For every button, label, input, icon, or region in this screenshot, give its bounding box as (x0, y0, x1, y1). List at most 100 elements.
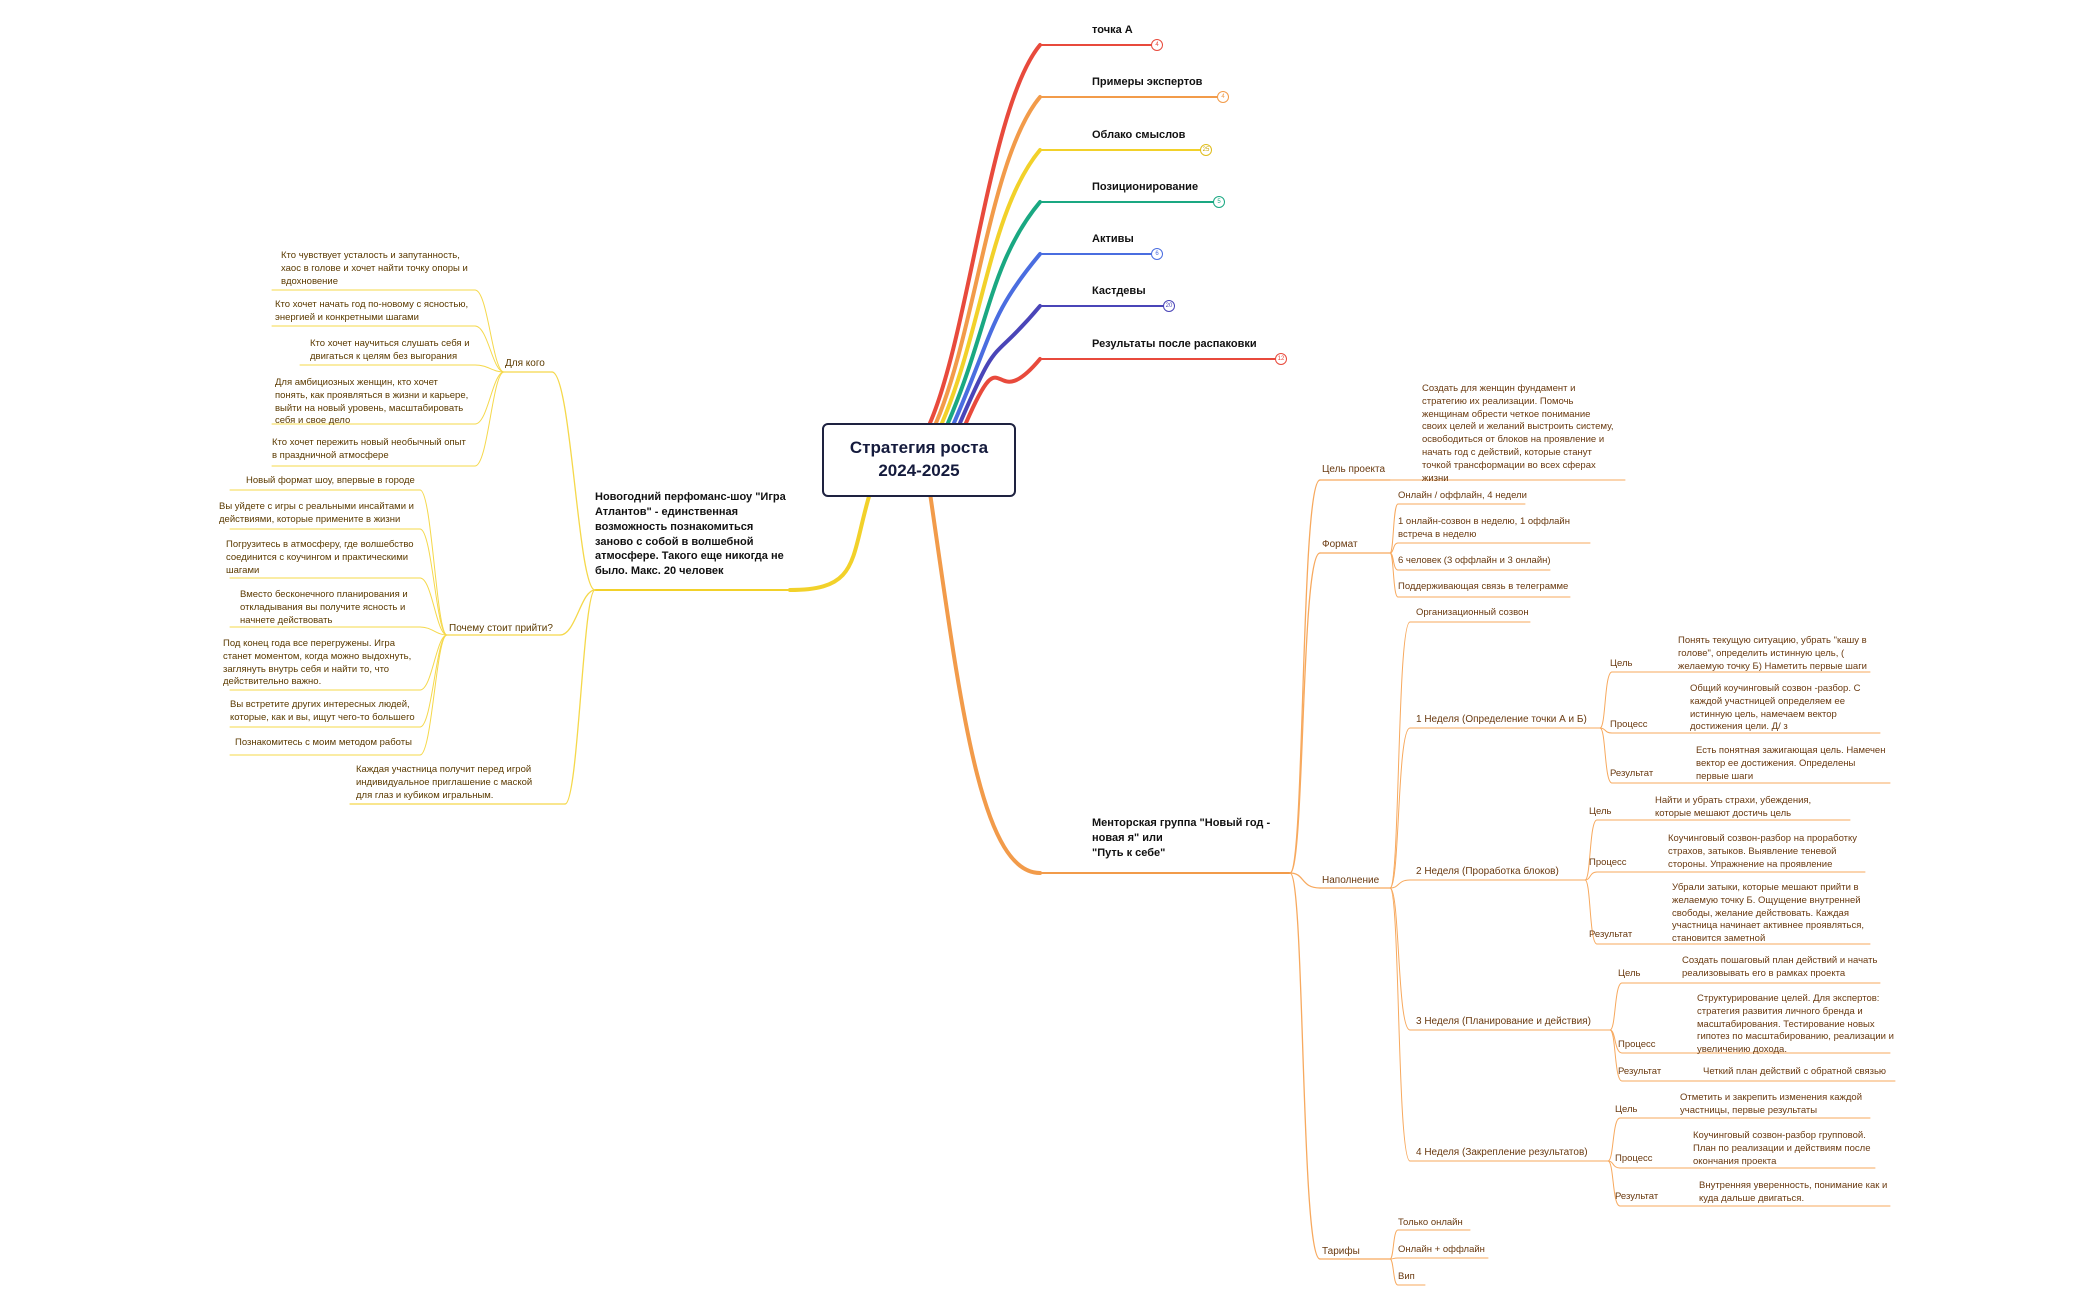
week-2-process-label[interactable]: Процесс (1589, 857, 1627, 868)
for-whom-item[interactable]: Кто хочет пережить новый необычный опыт … (272, 437, 466, 461)
branch-connector (928, 491, 1042, 875)
week-3-goal-label[interactable]: Цель (1618, 968, 1641, 979)
why-come-item[interactable]: Погрузитесь в атмосферу, где волшебство … (226, 539, 414, 576)
branch-connector (940, 148, 1042, 425)
format-item[interactable]: 1 онлайн-созвон в неделю, 1 оффлайн встр… (1398, 516, 1570, 540)
week-4-goal-text[interactable]: Отметить и закрепить изменения каждой уч… (1680, 1092, 1863, 1116)
connector-line (1389, 879, 1411, 889)
week-1-label[interactable]: 1 Неделя (Определение точки А и Б) (1416, 714, 1587, 725)
connector-line (1389, 542, 1399, 554)
week-3-label[interactable]: 3 Неделя (Планирование и действия) (1416, 1016, 1591, 1027)
week-4-process-label[interactable]: Процесс (1615, 1153, 1653, 1164)
for-whom-item[interactable]: Для амбициозных женщин, кто хочет понять… (275, 377, 469, 427)
mentor-branch-title[interactable]: Менторская группа "Новый год - новая я" … (1092, 817, 1271, 859)
week-2-goal-label[interactable]: Цель (1589, 806, 1612, 817)
central-topic-line-2: 2024-2025 (878, 461, 960, 480)
central-topic-line-1: Стратегия роста (849, 438, 989, 458)
collapsed-count-badge[interactable]: 4 (1217, 91, 1229, 103)
content-label[interactable]: Наполнение (1322, 875, 1380, 886)
week-1-goal-text[interactable]: Понять текущую ситуацию, убрать "кашу в … (1678, 635, 1867, 672)
connector-line (551, 371, 596, 591)
week-4-result-label[interactable]: Результат (1615, 1191, 1659, 1202)
format-label[interactable]: Формат (1322, 539, 1358, 550)
week-3-result-label[interactable]: Результат (1618, 1066, 1662, 1077)
week-2-label[interactable]: 2 Неделя (Проработка блоков) (1416, 866, 1559, 877)
connector-line (1609, 1029, 1623, 1082)
branch-expert-examples[interactable]: Примеры экспертов (1092, 76, 1203, 88)
week-3-process-label[interactable]: Процесс (1618, 1039, 1656, 1050)
week-1-result-text[interactable]: Есть понятная зажигающая цель. Намечен в… (1696, 745, 1886, 782)
org-call-item[interactable]: Организационный созвон (1416, 607, 1529, 618)
collapsed-count-badge[interactable]: 20 (1163, 300, 1175, 312)
format-item[interactable]: Онлайн / оффлайн, 4 недели (1398, 490, 1527, 501)
why-come-item[interactable]: Новый формат шоу, впервые в городе (246, 475, 415, 486)
tariffs-label[interactable]: Тарифы (1322, 1246, 1360, 1257)
branch-positioning[interactable]: Позиционирование (1092, 181, 1199, 193)
format-item[interactable]: 6 человек (3 оффлайн и 3 онлайн) (1398, 555, 1551, 566)
connector-line (419, 528, 448, 636)
why-come-item[interactable]: Под конец года все перегружены. Игра ста… (223, 638, 412, 688)
branch-connector (788, 491, 872, 592)
connector-line (1607, 1160, 1621, 1207)
week-4-process-text[interactable]: Коучинговый созвон-разбор групповой. Пла… (1693, 1130, 1871, 1167)
week-3-process-text[interactable]: Структурирование целей. Для экспертов: с… (1697, 993, 1894, 1056)
branch-results-after-unpacking[interactable]: Результаты после распаковки (1092, 338, 1257, 350)
collapsed-count-badge[interactable]: 12 (1275, 353, 1287, 365)
connector-line (474, 371, 505, 467)
show-branch-title[interactable]: Новогодний перфоманс-шоу "Игра Атлантов"… (595, 491, 786, 578)
branch-custdev[interactable]: Кастдевы (1092, 285, 1146, 297)
connector-line (1389, 887, 1411, 1031)
connector-line (474, 325, 505, 373)
for-whom-label[interactable]: Для кого (505, 358, 545, 369)
tariff-item[interactable]: Только онлайн (1398, 1217, 1463, 1228)
week-2-process-text[interactable]: Коучинговый созвон-разбор на проработку … (1668, 833, 1858, 870)
week-4-result-text[interactable]: Внутренняя уверенность, понимание как и … (1699, 1180, 1888, 1204)
for-whom-item[interactable]: Кто хочет научиться слушать себя и двига… (310, 338, 470, 362)
for-whom-item[interactable]: Кто чувствует усталость и запутанность, … (281, 250, 468, 287)
week-3-result-text[interactable]: Четкий план действий с обратной связью (1703, 1066, 1887, 1077)
week-2-result-label[interactable]: Результат (1589, 929, 1633, 940)
branch-meaning-cloud[interactable]: Облако смыслов (1092, 129, 1186, 141)
connector-line (559, 589, 596, 636)
why-come-label[interactable]: Почему стоит прийти? (449, 623, 553, 634)
week-1-process-text[interactable]: Общий коучинговый созвон -разбор. С кажд… (1690, 683, 1861, 733)
tariff-item[interactable]: Онлайн + оффлайн (1398, 1244, 1485, 1255)
connector-line (1584, 879, 1598, 945)
week-1-goal-label[interactable]: Цель (1610, 658, 1633, 669)
week-4-label[interactable]: 4 Неделя (Закрепление результатов) (1416, 1147, 1588, 1158)
project-goal-label[interactable]: Цель проекта (1322, 464, 1386, 475)
connector-line (474, 289, 505, 373)
connector-line (1389, 621, 1411, 889)
why-come-item[interactable]: Познакомитесь с моим методом работы (235, 737, 412, 748)
connector-line (419, 626, 448, 636)
week-2-result-text[interactable]: Убрали затыки, которые мешают прийти в ж… (1672, 882, 1864, 945)
invite-note[interactable]: Каждая участница получит перед игрой инд… (356, 764, 533, 801)
connector-line (1599, 671, 1613, 729)
week-1-result-label[interactable]: Результат (1610, 768, 1654, 779)
branch-tochka-a[interactable]: точка А (1092, 24, 1133, 36)
central-topic[interactable]: Стратегия роста 2024-2025 (822, 423, 1016, 497)
for-whom-item[interactable]: Кто хочет начать год по-новому с ясность… (275, 299, 469, 323)
connector-line (1289, 552, 1321, 874)
week-1-process-label[interactable]: Процесс (1610, 719, 1648, 730)
connector-line (1389, 727, 1411, 889)
collapsed-count-badge[interactable]: 6 (1151, 248, 1163, 260)
branch-connector (964, 357, 1042, 425)
why-come-item[interactable]: Вместо бесконечного планирования и откла… (240, 589, 408, 626)
week-2-goal-text[interactable]: Найти и убрать страхи, убеждения, которы… (1655, 795, 1812, 819)
branch-connector (958, 304, 1042, 425)
branch-connector (928, 43, 1042, 425)
collapsed-count-badge[interactable]: 4 (1151, 39, 1163, 51)
tariff-item[interactable]: Вип (1398, 1271, 1415, 1282)
connector-line (1607, 1117, 1621, 1162)
project-goal-text[interactable]: Создать для женщин фундамент и стратегию… (1422, 383, 1614, 484)
collapsed-count-badge[interactable]: 5 (1213, 196, 1225, 208)
branch-assets[interactable]: Активы (1092, 233, 1134, 245)
why-come-item[interactable]: Вы встретите других интересных людей, ко… (230, 699, 415, 723)
format-item[interactable]: Поддерживающая связь в телеграмме (1398, 581, 1569, 592)
week-3-goal-text[interactable]: Создать пошаговый план действий и начать… (1682, 955, 1878, 979)
week-4-goal-label[interactable]: Цель (1615, 1104, 1638, 1115)
why-come-item[interactable]: Вы уйдете с игры с реальными инсайтами и… (219, 501, 414, 525)
collapsed-count-badge[interactable]: 25 (1200, 144, 1212, 156)
connector-line (1389, 1258, 1399, 1286)
